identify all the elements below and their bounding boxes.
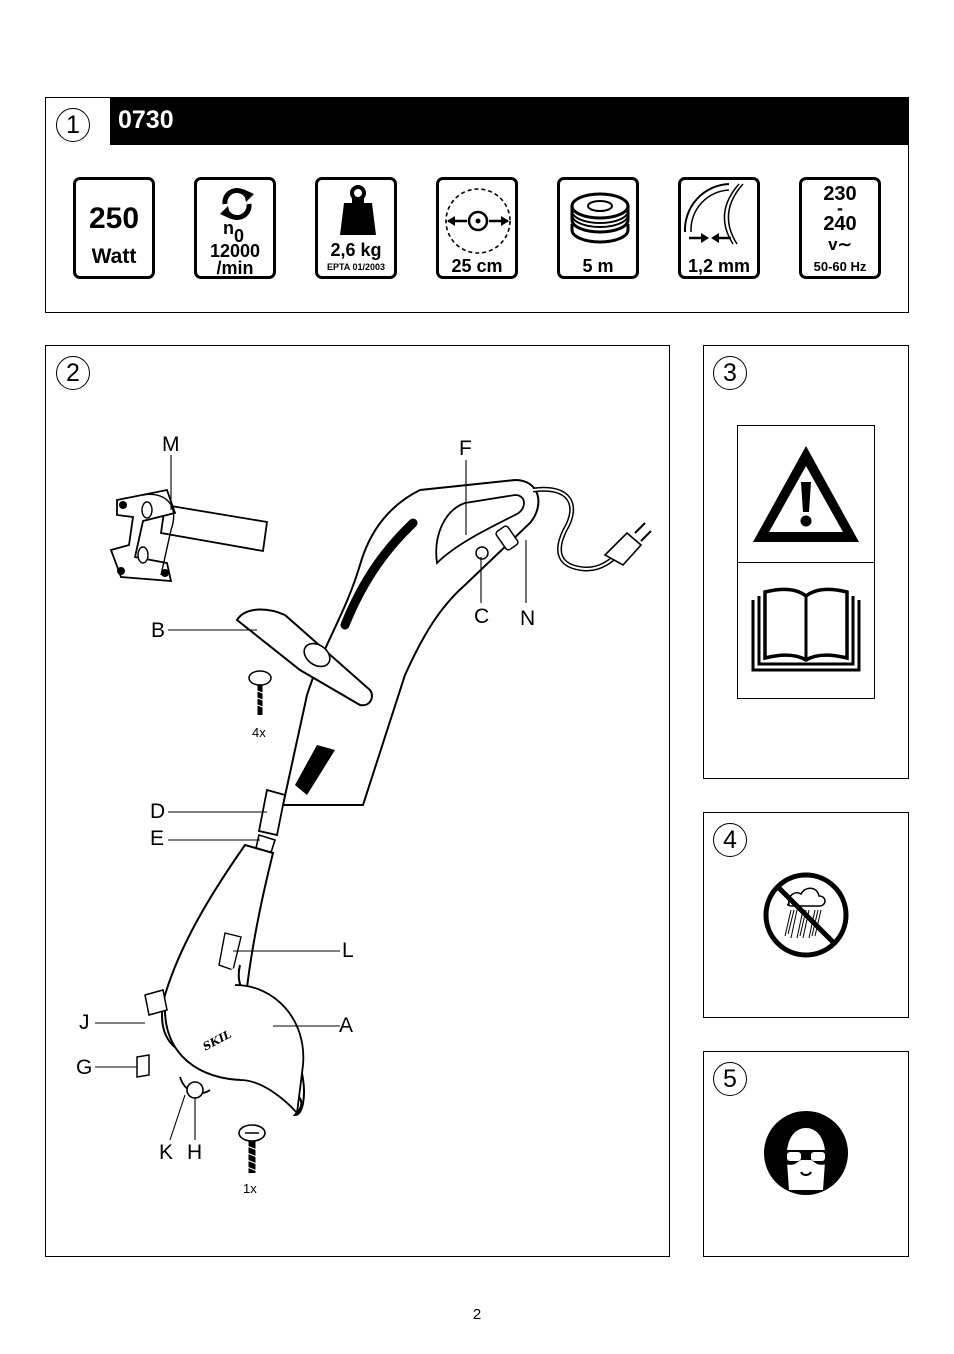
frequency-value: 50-60 Hz [813, 259, 867, 274]
grass-trimmer-illustration [95, 455, 652, 1173]
spec-power: 250 Watt [73, 177, 155, 279]
cutting-diameter-icon [445, 188, 511, 254]
leader-lines [95, 455, 527, 1141]
power-unit: Watt [91, 245, 137, 268]
label-j: J [79, 1011, 90, 1034]
cutting-diameter-value: 25 cm [451, 256, 503, 276]
auxiliary-handle [109, 488, 269, 582]
model-title-bar: 0730 [110, 97, 909, 145]
panel-4-frame [703, 812, 909, 1018]
spec-speed: n0 12000 /min [194, 177, 276, 279]
weight-value: 2,6 kg [330, 240, 382, 260]
panel-2-number: 2 [56, 356, 90, 390]
label-g: G [76, 1056, 93, 1079]
panel-3-number: 3 [713, 356, 747, 390]
panel-2-frame [45, 345, 670, 1257]
label-a: A [339, 1014, 354, 1037]
label-e: E [150, 827, 165, 850]
line-spool-icon [570, 192, 630, 244]
label-k: K [159, 1141, 174, 1164]
warning-triangle-icon [753, 446, 859, 542]
label-d: D [150, 800, 166, 823]
warning-label-box [737, 425, 875, 699]
power-value: 250 [88, 202, 140, 235]
speed-subscript: 0 [234, 226, 245, 246]
weight-icon [340, 185, 376, 235]
motor-housing [136, 843, 305, 1117]
voltage-low: 230 [823, 183, 857, 205]
label-c: C [474, 605, 490, 628]
shield-part-b [235, 608, 373, 707]
rotation-icon [220, 188, 254, 220]
spec-voltage: 230 - 240 v∼ 50-60 Hz [799, 177, 881, 279]
spec-weight: 2,6 kg EPTA 01/2003 [315, 177, 397, 279]
page-number: 2 [472, 1306, 482, 1323]
panel-5-frame [703, 1051, 909, 1257]
label-n: N [520, 607, 536, 630]
weight-standard: EPTA 01/2003 [326, 262, 386, 272]
model-number: 0730 [118, 106, 174, 134]
power-cable [532, 486, 652, 572]
speed-symbol: n [223, 218, 234, 238]
line-thickness-value: 1,2 mm [687, 256, 751, 276]
no-rain-icon [763, 872, 849, 958]
label-b: B [151, 619, 166, 642]
spec-line-length: 5 m [557, 177, 639, 279]
panel-1-number: 1 [56, 108, 90, 142]
screw-count-4x: 4x [252, 725, 266, 740]
line-thickness-icon [683, 183, 744, 245]
line-length-value: 5 m [582, 256, 614, 276]
voltage-symbol: v∼ [828, 235, 852, 254]
panel-5-number: 5 [713, 1062, 747, 1096]
upper-body [281, 478, 540, 806]
panel-4-number: 4 [713, 823, 747, 857]
speed-unit: /min [216, 258, 254, 278]
screw-4x [248, 670, 272, 715]
label-f: F [459, 437, 472, 460]
screw-1x [238, 1124, 266, 1173]
spec-line-thickness: 1,2 mm [678, 177, 760, 279]
speed-value: 12000 [209, 241, 261, 261]
read-manual-icon [751, 587, 861, 672]
label-m: M [162, 433, 180, 456]
eye-protection-icon [764, 1111, 848, 1195]
voltage-high: 240 [823, 213, 857, 235]
label-l: L [342, 939, 354, 962]
panel-3-frame [703, 345, 909, 779]
label-h: H [187, 1141, 203, 1164]
screw-count-1x: 1x [243, 1181, 257, 1196]
spec-cutting-diameter: 25 cm [436, 177, 518, 279]
voltage-dash: - [837, 198, 843, 218]
